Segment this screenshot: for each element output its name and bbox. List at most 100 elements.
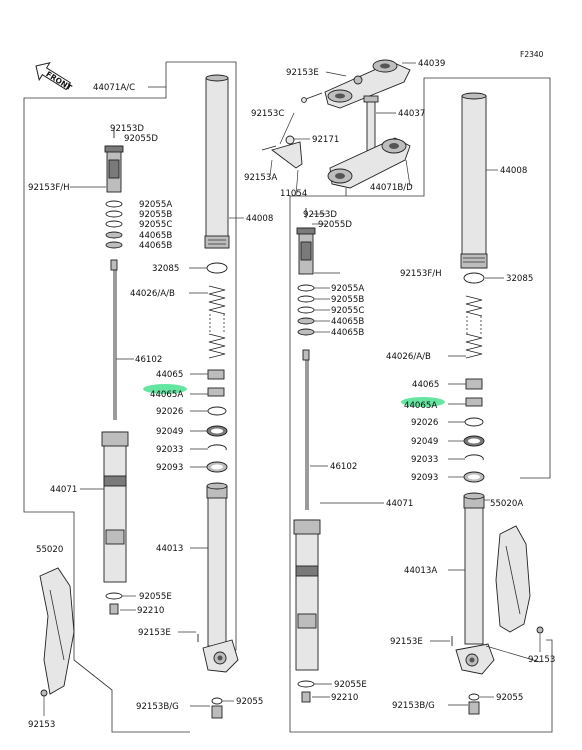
label-92055c-right: 92055C xyxy=(331,306,364,316)
label-55020: 55020 xyxy=(36,545,63,555)
label-44065b1-left: 44065B xyxy=(139,231,172,241)
label-92153bg-right: 92153B/G xyxy=(392,701,435,711)
label-92055a-left: 92055A xyxy=(139,200,172,210)
clip-92033-left xyxy=(207,444,227,451)
label-92153e-left: 92153E xyxy=(138,628,171,638)
outer-tube-44008-right xyxy=(460,92,488,269)
label-92153e-top: 92153E xyxy=(286,68,319,78)
collar-44065a-right xyxy=(465,397,483,407)
bolt-92153-left xyxy=(40,689,48,697)
front-label: FRONT xyxy=(44,69,74,92)
label-92055a-right: 92055A xyxy=(331,284,364,294)
label-92055-right: 92055 xyxy=(496,693,523,703)
part-labels: 44071A/C 92153E 44039 44037 92153C 92171… xyxy=(28,59,555,730)
highlight-marker-right xyxy=(401,397,445,407)
label-92055-left: 92055 xyxy=(236,697,263,707)
label-44065-right: 44065 xyxy=(412,380,439,390)
label-44071bd: 44071B/D xyxy=(370,183,413,193)
inner-tube-44013a-right xyxy=(463,492,485,645)
label-44026-left: 44026/A/B xyxy=(130,289,175,299)
label-44065a-left: 44065A xyxy=(150,390,183,400)
right-assembly-outline xyxy=(289,77,553,733)
label-32085-right: 32085 xyxy=(506,274,533,284)
leader-lines xyxy=(43,62,541,716)
collar-44065a-left xyxy=(207,387,225,397)
bolt-92153e-top xyxy=(301,92,323,103)
bolt-92153bg-right xyxy=(468,701,480,715)
label-44071ac: 44071A/C xyxy=(93,83,135,93)
damper-rod-right xyxy=(302,349,310,510)
label-92055c-left: 92055C xyxy=(139,220,172,230)
seal-32085-left xyxy=(206,262,228,274)
label-44065b2-left: 44065B xyxy=(139,241,172,251)
damper-rod-left xyxy=(110,259,118,420)
label-92033-left: 92033 xyxy=(156,445,183,455)
label-44065-left: 44065 xyxy=(156,370,183,380)
washer-92026-left xyxy=(207,406,227,416)
label-92153-right: 92153 xyxy=(528,655,555,665)
label-44026-right: 44026/A/B xyxy=(386,352,431,362)
washer-stack-right xyxy=(297,284,315,336)
fork-guard-55020a xyxy=(495,525,531,633)
front-arrow-icon: FRONT xyxy=(35,62,74,93)
label-44037: 44037 xyxy=(398,109,425,119)
collar-44065-right xyxy=(465,378,483,390)
bolt-92153-right xyxy=(536,626,544,634)
inner-tube-44013-left xyxy=(206,482,228,647)
label-92055d-left: 92055D xyxy=(124,134,158,144)
label-92049-right: 92049 xyxy=(411,437,438,447)
label-44071-left: 44071 xyxy=(50,485,77,495)
label-44013-left: 44013 xyxy=(156,544,183,554)
label-92153d-left: 92153D xyxy=(110,124,144,134)
washer-92026-right xyxy=(464,417,484,427)
label-11054: 11054 xyxy=(280,189,307,199)
label-92153e-right: 92153E xyxy=(390,637,423,647)
label-44013a-right: 44013A xyxy=(404,566,437,576)
label-92210-left: 92210 xyxy=(137,606,164,616)
seal-32085-right xyxy=(463,272,485,284)
label-92153fh-right: 92153F/H xyxy=(400,269,442,279)
label-44071-right: 44071 xyxy=(386,499,413,509)
bolt-92210-right xyxy=(301,691,311,703)
spring-44026-left xyxy=(208,285,226,359)
outer-tube-44008-left xyxy=(204,74,230,249)
cartridge-44071-right xyxy=(293,519,321,671)
label-44065b2-right: 44065B xyxy=(331,328,364,338)
washer-92055e-right xyxy=(297,680,315,688)
label-44039: 44039 xyxy=(418,59,445,69)
diagram-code: F2340 xyxy=(520,50,544,59)
axle-holder-left xyxy=(202,639,239,673)
label-44065a-right: 44065A xyxy=(404,401,437,411)
label-44008-right: 44008 xyxy=(500,166,527,176)
axle-holder-right xyxy=(455,643,495,675)
collar-44065-left xyxy=(207,369,225,380)
cartridge-44071-left xyxy=(101,431,129,583)
label-44008-left: 44008 xyxy=(246,214,273,224)
label-92153bg-left: 92153B/G xyxy=(136,702,179,712)
label-92055b-right: 92055B xyxy=(331,295,364,305)
label-46102-right: 46102 xyxy=(330,462,357,472)
label-92153fh-left: 92153F/H xyxy=(28,183,70,193)
cartridge-top-left xyxy=(104,128,124,193)
label-92055e-right: 92055E xyxy=(334,680,367,690)
label-92210-right: 92210 xyxy=(331,693,358,703)
label-92093-right: 92093 xyxy=(411,473,438,483)
label-92153c: 92153C xyxy=(251,109,284,119)
clip-92033-right xyxy=(464,454,484,461)
highlight-marker-left xyxy=(143,384,187,394)
lower-bracket-44071bd xyxy=(327,137,411,189)
label-46102-left: 46102 xyxy=(135,355,162,365)
label-55020a: 55020A xyxy=(490,499,523,509)
label-92153a: 92153A xyxy=(244,173,277,183)
label-92153d-right: 92153D xyxy=(303,210,337,220)
label-92026-right: 92026 xyxy=(411,418,438,428)
cable-guide-11054 xyxy=(261,135,303,169)
label-92153-left: 92153 xyxy=(28,720,55,730)
label-92026-left: 92026 xyxy=(156,407,183,417)
washer-stack-left xyxy=(105,200,123,249)
fork-guard-55020 xyxy=(39,567,75,695)
label-92055b-left: 92055B xyxy=(139,210,172,220)
label-44065b1-right: 44065B xyxy=(331,317,364,327)
label-92049-left: 92049 xyxy=(156,427,183,437)
